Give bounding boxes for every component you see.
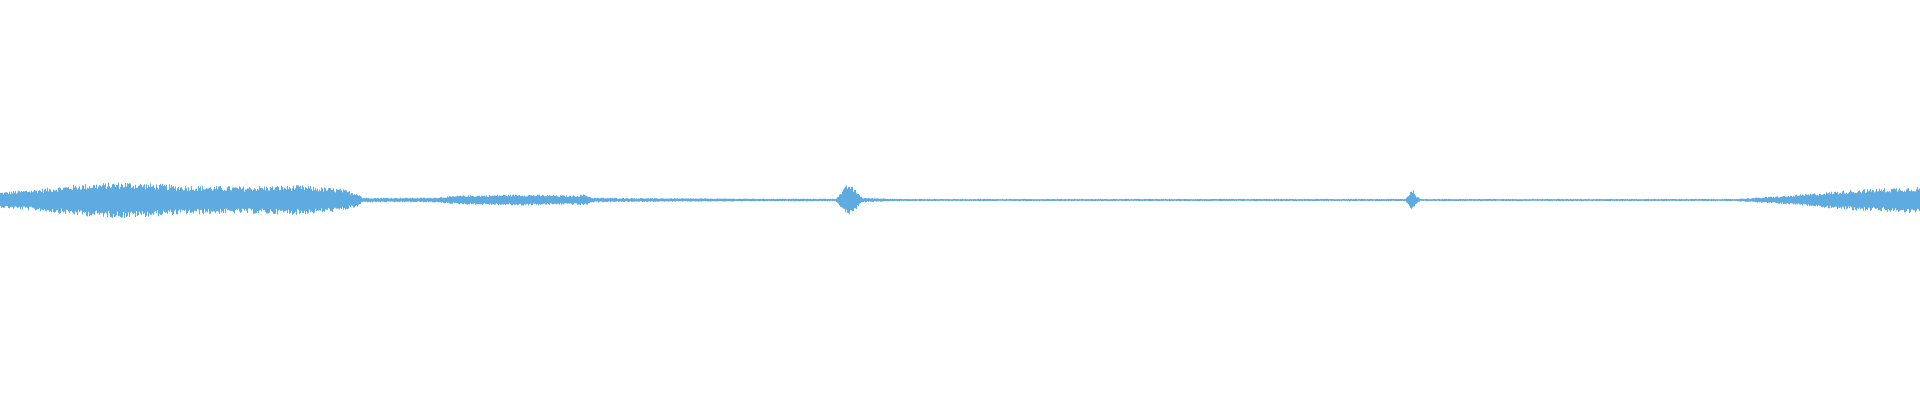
waveform-shape — [0, 182, 1920, 218]
